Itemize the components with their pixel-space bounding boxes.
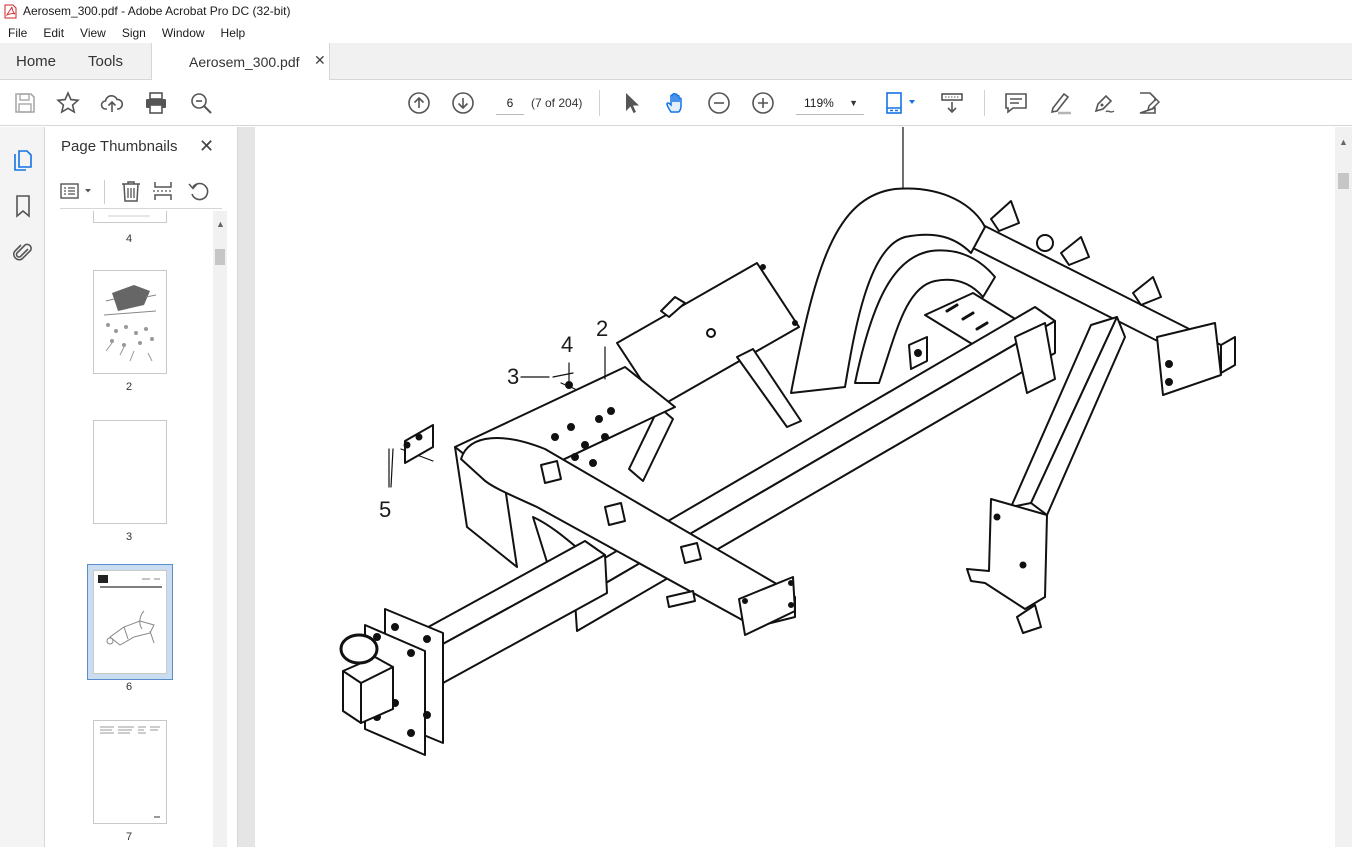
bookmark-icon[interactable] [11, 194, 35, 218]
thumbnail-label: 4 [125, 233, 133, 245]
print-icon[interactable] [144, 91, 168, 115]
page-number-input[interactable]: 6 [496, 91, 524, 115]
zoom-search-icon[interactable] [189, 91, 213, 115]
callout-label: 3 [507, 364, 520, 389]
left-navigation-rail [0, 127, 45, 847]
title-bar: Aerosem_300.pdf - Adobe Acrobat Pro DC (… [0, 0, 1352, 22]
star-icon[interactable] [56, 91, 80, 115]
close-tab-icon[interactable]: ✕ [314, 52, 326, 68]
acrobat-app-icon [4, 4, 17, 18]
next-page-icon[interactable] [451, 91, 475, 115]
toolbar-divider [104, 180, 105, 204]
page-thumbnails-icon[interactable] [11, 147, 35, 171]
select-pointer-icon[interactable] [620, 91, 644, 115]
hand-tool-icon[interactable] [664, 91, 688, 115]
tab-home[interactable]: Home [16, 53, 57, 70]
thumbnail-toolbar [60, 177, 222, 209]
zoom-level-value: 119% [804, 96, 834, 110]
rotate-page-icon[interactable] [188, 180, 210, 202]
attachment-paperclip-icon[interactable] [11, 240, 35, 264]
menu-bar: File Edit View Sign Window Help [0, 22, 1352, 43]
page-thumbnail[interactable] [93, 420, 167, 524]
previous-page-icon[interactable] [407, 91, 431, 115]
menu-file[interactable]: File [8, 25, 28, 40]
pdf-page: 2 3 4 5 [255, 126, 1335, 847]
document-viewport[interactable]: 2 3 4 5 ▲ [238, 126, 1352, 847]
cloud-upload-icon[interactable] [100, 91, 124, 115]
close-panel-icon[interactable]: ✕ [199, 136, 215, 156]
toolbar-divider [599, 90, 600, 116]
scrollbar-thumb[interactable] [215, 249, 225, 265]
panel-title: Page Thumbnails [61, 138, 178, 155]
main-toolbar: 6 (7 of 204) 119% ▼ [0, 80, 1352, 126]
page-thumbnail[interactable] [93, 720, 167, 824]
scrollbar-thumb[interactable] [1338, 173, 1349, 189]
comment-icon[interactable] [1004, 91, 1028, 115]
document-scrollbar[interactable]: ▲ [1335, 127, 1352, 847]
scroll-up-icon[interactable]: ▲ [216, 219, 225, 229]
toolbar-divider [984, 90, 985, 116]
tab-tools[interactable]: Tools [88, 53, 124, 70]
window-title: Aerosem_300.pdf - Adobe Acrobat Pro DC (… [23, 4, 291, 18]
menu-sign[interactable]: Sign [121, 25, 146, 40]
thumbnail-list: 4 2 3 6 [45, 211, 213, 847]
thumbnail-label: 3 [125, 531, 133, 543]
menu-edit[interactable]: Edit [43, 25, 65, 40]
zoom-in-icon[interactable] [751, 91, 775, 115]
page-count-label: (7 of 204) [531, 96, 583, 110]
edit-pdf-icon[interactable] [1136, 91, 1161, 115]
save-icon[interactable] [13, 91, 37, 115]
page-thumbnails-panel: Page Thumbnails ✕ 4 2 [45, 127, 238, 847]
page-thumbnail-selected[interactable] [93, 570, 167, 674]
insert-page-icon[interactable] [152, 180, 174, 202]
page-thumbnail[interactable] [93, 270, 167, 374]
scroll-up-icon[interactable]: ▲ [1339, 137, 1348, 147]
delete-trash-icon[interactable] [120, 180, 142, 202]
tab-document-label: Aerosem_300.pdf [189, 54, 300, 70]
thumbnail-options-icon[interactable] [60, 180, 94, 202]
scroll-mode-icon[interactable] [940, 91, 964, 115]
page-thumbnail[interactable] [93, 211, 167, 223]
tab-bar: Home Tools Aerosem_300.pdf ✕ [0, 43, 1352, 80]
zoom-out-icon[interactable] [707, 91, 731, 115]
menu-window[interactable]: Window [161, 25, 205, 40]
tab-document[interactable]: Aerosem_300.pdf ✕ [151, 43, 330, 80]
frame-assembly-drawing [339, 126, 1236, 756]
highlight-pen-icon[interactable] [1048, 91, 1072, 115]
thumbnail-label: 6 [125, 681, 133, 693]
thumbnail-label: 2 [125, 381, 133, 393]
chevron-down-icon: ▼ [849, 98, 858, 108]
thumbnail-label: 7 [125, 831, 133, 843]
menu-view[interactable]: View [80, 25, 106, 40]
thumbnail-scrollbar[interactable]: ▲ [213, 211, 227, 847]
callout-label: 5 [379, 497, 392, 522]
draw-signature-icon[interactable] [1092, 91, 1116, 115]
callout-label: 2 [596, 316, 609, 341]
callout-label: 4 [561, 332, 574, 357]
menu-help[interactable]: Help [220, 25, 246, 40]
zoom-level-select[interactable]: 119% ▼ [796, 91, 864, 115]
fit-page-icon[interactable] [884, 91, 920, 115]
